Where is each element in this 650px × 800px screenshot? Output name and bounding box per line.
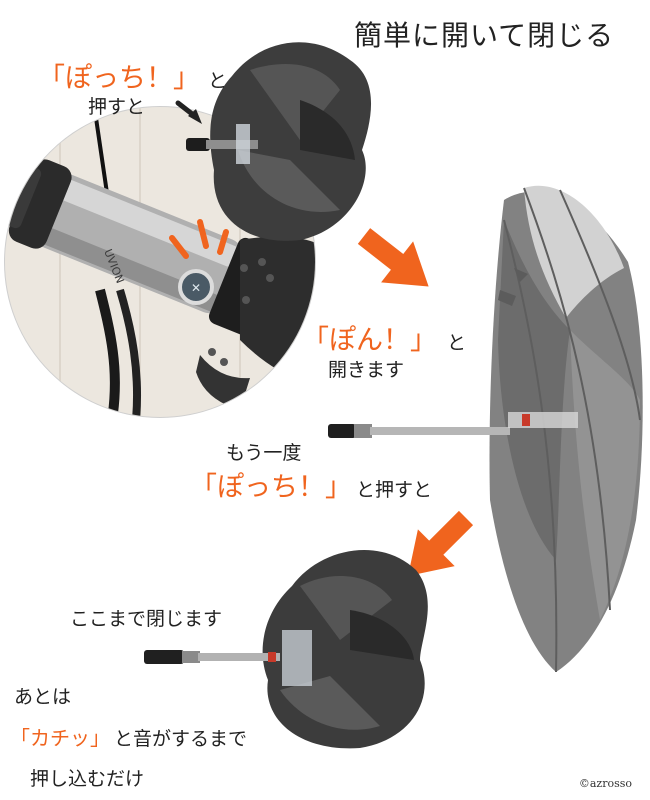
step1-line2: 押すと xyxy=(88,96,146,118)
step4-quote: 「カチッ」 xyxy=(10,726,110,750)
step3-quote: 「ぽっち！」 xyxy=(190,472,352,503)
step2-quote: 「ぽん！」 xyxy=(302,325,437,356)
step4-tail: と音がするまで xyxy=(114,728,248,750)
step3-tail: と押すと xyxy=(356,479,433,501)
step4-line4: 押し込むだけ xyxy=(30,768,145,790)
step3-line1: もう一度 xyxy=(226,442,302,464)
step1-quote: 「ぽっち！」 xyxy=(38,63,200,94)
step2-caption: 「ぽん！」と xyxy=(302,318,466,357)
step3-caption: 「ぽっち！」と押すと xyxy=(190,465,432,504)
step2-line2: 開きます xyxy=(328,359,405,381)
step4-line2: あとは xyxy=(14,686,72,708)
umbrella-open xyxy=(328,185,643,673)
umbrella-folded-bottom xyxy=(144,549,428,749)
arrow-orange-icon-2 xyxy=(408,510,474,576)
step4-caption: 「カチッ」と音がするまで xyxy=(10,722,247,751)
page-title: 簡単に開いて閉じる xyxy=(354,19,615,52)
svg-text:✕: ✕ xyxy=(191,281,201,295)
step4-line1: ここまで閉じます xyxy=(70,608,223,630)
umbrella-folded-top xyxy=(186,42,372,241)
step2-particle: と xyxy=(447,332,467,354)
credit: ©azrosso xyxy=(578,777,632,790)
arrow-orange-icon xyxy=(357,228,429,287)
arrow-small-icon xyxy=(175,100,202,124)
step1-caption: 「ぽっち！」と xyxy=(38,56,227,95)
step1-particle: と xyxy=(208,70,228,92)
